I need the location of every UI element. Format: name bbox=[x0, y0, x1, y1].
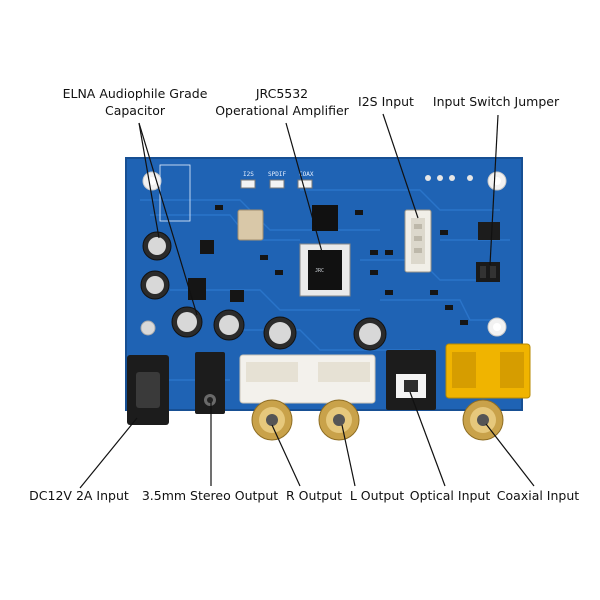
callout-jumper bbox=[489, 114, 499, 266]
chip-jrc-marking: JRC bbox=[315, 268, 324, 274]
label-elna-line2: Capacitor bbox=[105, 103, 166, 118]
label-elna-line1: ELNA Audiophile Grade bbox=[63, 86, 208, 101]
silk-i2s: I2S bbox=[243, 171, 254, 178]
crystal-oscillator bbox=[237, 209, 264, 241]
label-jrc-line2: Operational Amplifier bbox=[215, 103, 349, 118]
input-switch-jumper bbox=[476, 262, 500, 282]
indicator-leds: I2S SPDIF COAX bbox=[240, 171, 314, 189]
callout-dc bbox=[79, 417, 138, 489]
silk-spdif: SPDIF bbox=[268, 171, 286, 178]
callout-i2s bbox=[382, 113, 419, 219]
dc-jack bbox=[127, 355, 169, 425]
jrc5532-opamp: JRC bbox=[299, 243, 351, 297]
ic-top-right bbox=[478, 222, 500, 240]
label-coaxial: Coaxial Input bbox=[497, 488, 579, 503]
callout-lines bbox=[79, 113, 535, 489]
mounting-holes bbox=[140, 171, 507, 337]
label-r-output: R Output bbox=[286, 488, 342, 503]
labels: ELNA Audiophile Grade Capacitor JRC5532 … bbox=[29, 86, 579, 503]
smd-components bbox=[188, 205, 468, 325]
callout-optical bbox=[409, 391, 446, 487]
label-stereo: 3.5mm Stereo Output bbox=[142, 488, 278, 503]
callout-elna-2 bbox=[138, 122, 198, 316]
callout-r bbox=[271, 424, 301, 487]
pcb-board: I2S SPDIF COAX bbox=[125, 157, 531, 441]
silk-coax: COAX bbox=[299, 171, 314, 178]
callout-jrc bbox=[285, 122, 323, 253]
label-jumper: Input Switch Jumper bbox=[433, 94, 560, 109]
elna-capacitors bbox=[140, 231, 387, 351]
header-pads bbox=[425, 175, 473, 181]
rca-outputs bbox=[239, 354, 376, 441]
coaxial-connector bbox=[445, 343, 531, 441]
label-optical: Optical Input bbox=[410, 488, 491, 503]
callout-coaxial bbox=[485, 423, 535, 487]
optical-connector bbox=[386, 350, 436, 410]
i2s-connector bbox=[404, 209, 432, 273]
label-dc: DC12V 2A Input bbox=[29, 488, 129, 503]
dac-chip bbox=[312, 205, 338, 231]
label-jrc-line1: JRC5532 bbox=[255, 86, 308, 101]
label-l-output: L Output bbox=[350, 488, 404, 503]
callout-elna-1 bbox=[138, 122, 160, 239]
callout-l bbox=[341, 424, 356, 487]
stereo-jack bbox=[195, 352, 225, 414]
label-i2s: I2S Input bbox=[358, 94, 414, 109]
